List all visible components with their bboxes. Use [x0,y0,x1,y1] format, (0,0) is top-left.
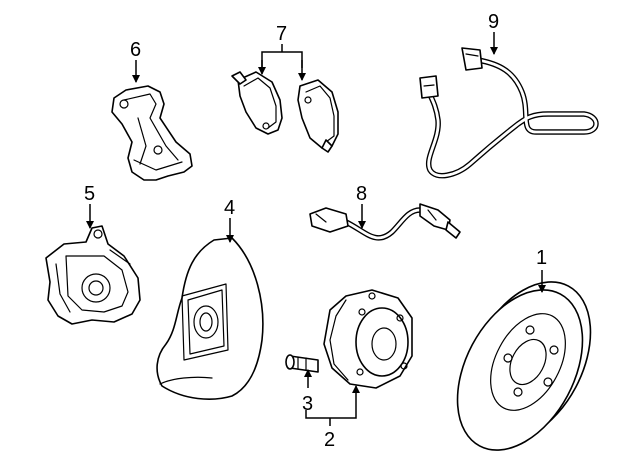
leader-2-bracket [305,410,357,419]
callout-3: 3 [302,393,313,415]
callout-9: 9 [488,11,499,33]
leader-7-bracket [261,51,303,68]
hub-bearing [323,289,413,389]
callout-5: 5 [84,183,95,205]
callout-7: 7 [276,23,287,45]
callouts: 1 2 3 4 5 6 7 8 9 [84,11,547,451]
callout-4: 4 [224,197,235,219]
caliper-bracket [111,85,193,181]
brake-pad-left [231,71,283,135]
brake-rotor [456,281,592,451]
callout-1: 1 [536,247,547,269]
callout-8: 8 [356,183,367,205]
brake-pad-right [297,79,339,153]
brake-caliper [45,225,141,325]
splash-shield [156,237,264,400]
brake-wear-sensor [309,203,461,241]
leaders [86,32,546,426]
wheel-stud [285,354,319,373]
speed-sensor-harness [419,47,599,179]
callout-6: 6 [130,39,141,61]
callout-2: 2 [324,429,335,451]
